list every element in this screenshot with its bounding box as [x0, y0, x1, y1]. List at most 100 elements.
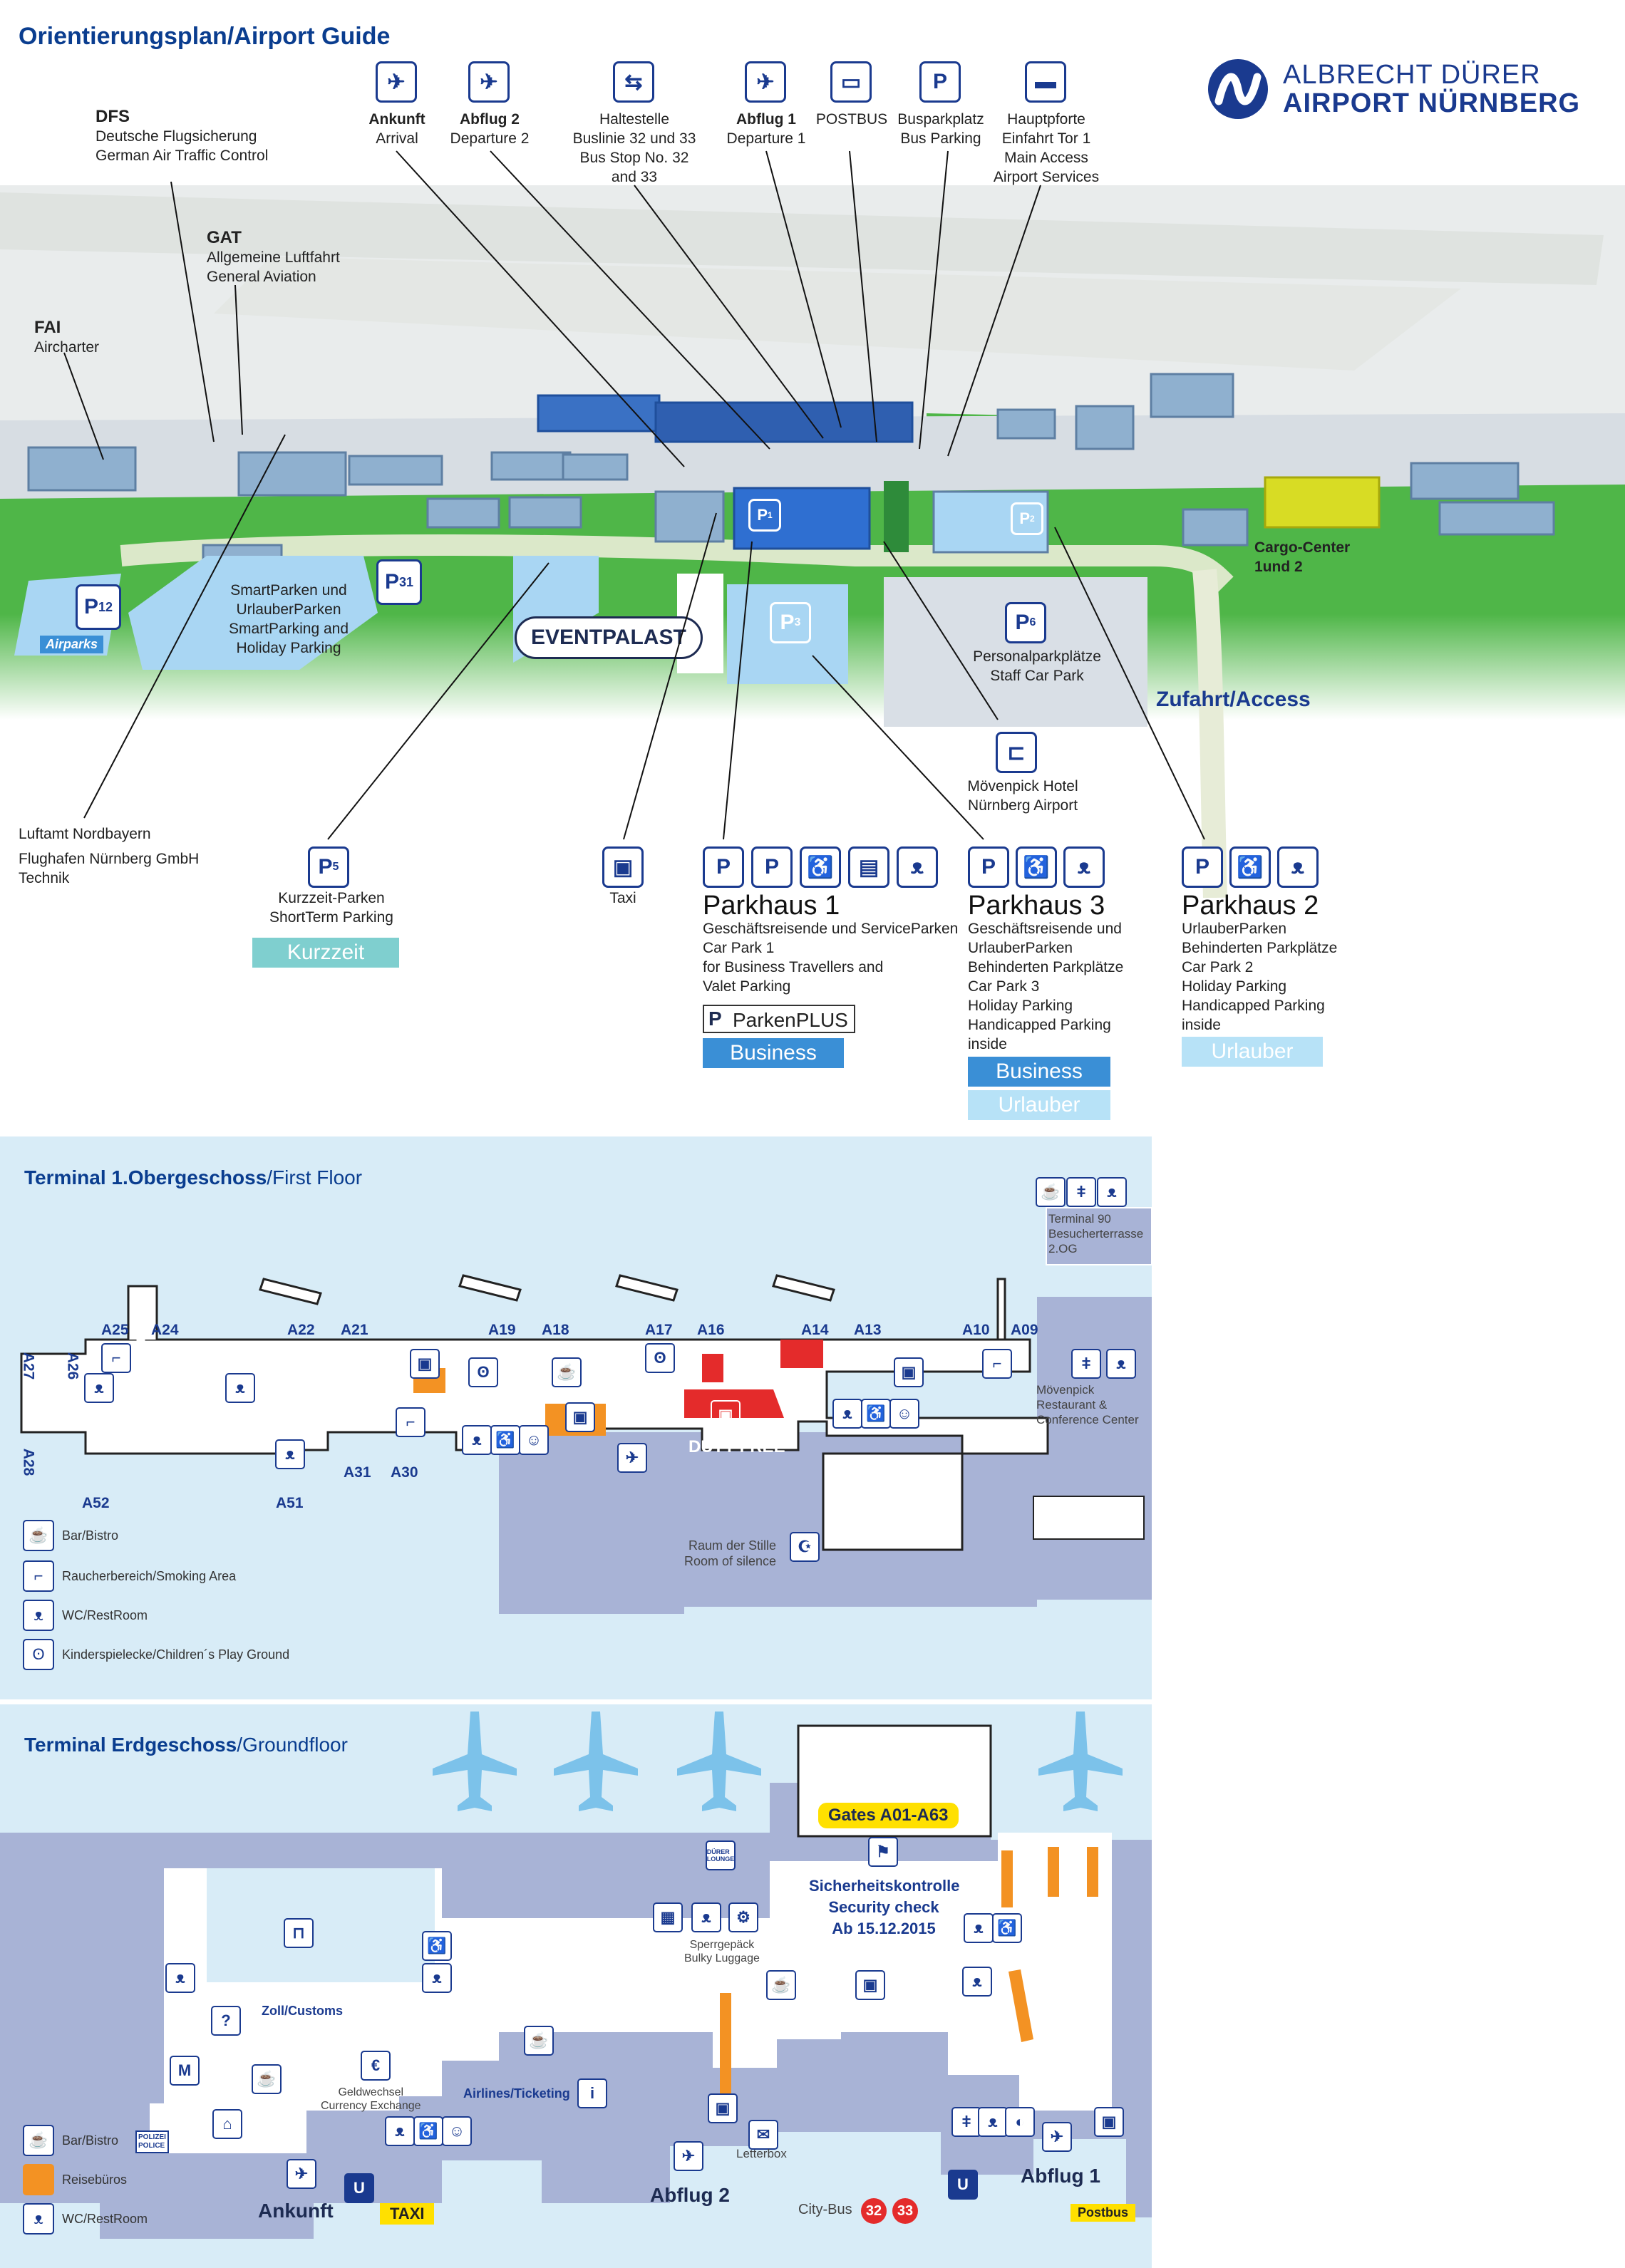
- parkhaus-2-text: UrlauberParken Behinderten Parkplätze Ca…: [1182, 921, 1338, 1033]
- restroom-icon: ᴥ: [897, 846, 938, 888]
- gate-label: A10: [962, 1322, 990, 1338]
- restroom-icon: ᴥ: [964, 1913, 994, 1943]
- dfs-sub2: German Air Traffic Control: [96, 147, 269, 164]
- gat-sub1: Allgemeine Luftfahrt: [207, 249, 340, 266]
- letterbox-label: Letterbox: [736, 2147, 787, 2160]
- urlauber-tag: Urlauber: [968, 1090, 1110, 1120]
- logo-line1: ALBRECHT DÜRER: [1283, 60, 1541, 90]
- restroom-icon: ᴥ: [978, 2107, 1008, 2137]
- p5-number: 5: [332, 861, 339, 873]
- abflug1-label: Abflug 1: [1021, 2165, 1100, 2187]
- page-title: Orientierungsplan/Airport Guide: [19, 23, 391, 50]
- gate-label: A16: [697, 1322, 725, 1338]
- gate-label: A21: [341, 1322, 368, 1338]
- bus-parking-icon: P: [919, 61, 961, 103]
- police-label: POLIZEI POLICE: [135, 2130, 169, 2153]
- subway-icon: U: [344, 2173, 374, 2203]
- coffee-cup-icon: ☕: [552, 1357, 582, 1387]
- restroom-icon: ᴥ: [1097, 1177, 1127, 1207]
- parkhaus-2-title: Parkhaus 2: [1182, 891, 1319, 921]
- handicapped-icon: ♿: [413, 2116, 443, 2146]
- conference-icon: ᴥ: [1106, 1349, 1136, 1379]
- baby-icon: ☺: [442, 2116, 472, 2146]
- legend-label: WC/RestRoom: [62, 2212, 148, 2226]
- p2-number: 2: [1030, 514, 1035, 524]
- travel-agency-icon: [23, 2164, 54, 2195]
- gate-label: A25: [101, 1322, 129, 1338]
- top-icon-title: Ankunft: [368, 111, 425, 128]
- legend-label: Raucherbereich/Smoking Area: [62, 1569, 237, 1583]
- postbus-badge: Postbus: [1071, 2204, 1136, 2222]
- leader-lines: [63, 150, 1205, 840]
- info-question-icon: ?: [211, 2006, 241, 2036]
- ticket-machine-icon: ▤: [848, 846, 889, 888]
- taxi-icon: ▣: [602, 846, 644, 888]
- top-icon-sub: Hauptpforte Einfahrt Tor 1 Main Access A…: [993, 111, 1100, 185]
- departure-plane-icon: ✈: [1042, 2122, 1072, 2152]
- legend-label: Bar/Bistro: [62, 1528, 119, 1543]
- cargo-label: Cargo-Center: [1254, 539, 1351, 556]
- parkenplus-badge: P ParkenPLUS: [703, 1005, 855, 1033]
- baby-icon: ☺: [519, 1425, 549, 1455]
- coffee-cup-icon: ☕: [1036, 1177, 1066, 1207]
- smoking-icon: ⌐: [982, 1349, 1012, 1379]
- restaurant-icon: ǂ: [1071, 1349, 1101, 1379]
- security-officer-icon: ⚑: [868, 1837, 898, 1867]
- restroom-icon: ᴥ: [832, 1399, 862, 1429]
- airport-map: [0, 185, 1625, 898]
- mcdonalds-icon: M: [170, 2056, 200, 2086]
- gate-label: A09: [1011, 1322, 1038, 1338]
- currency-label: Geldwechsel Currency Exchange: [321, 2086, 421, 2112]
- parking-p1-icon: P: [703, 846, 744, 888]
- handicapped-parking-icon: ♿: [1229, 846, 1271, 888]
- gat-sub2: General Aviation: [207, 269, 316, 285]
- moevenpick-label: Mövenpick Restaurant & Conference Center: [1036, 1383, 1139, 1426]
- gate-label: A51: [276, 1495, 304, 1511]
- airparks-label: Airparks: [40, 636, 104, 653]
- top-icon-sub: Arrival: [376, 130, 418, 147]
- silence-room-icon: ☪: [790, 1532, 820, 1562]
- shortterm-label: Kurzzeit-Parken ShortTerm Parking: [269, 890, 393, 926]
- duty-free-label: DUTY FREE: [688, 1437, 785, 1456]
- top-icon-title: Abflug 2: [460, 111, 520, 128]
- gate-label: A14: [801, 1322, 829, 1338]
- eventpalast-label: EVENTPALAST: [515, 616, 703, 659]
- citybus-label: City-Bus: [798, 2202, 852, 2217]
- first-floor-title-bold: Terminal 1.Obergeschoss: [24, 1166, 267, 1189]
- lounge-icon: ✈: [617, 1443, 647, 1473]
- truck-icon: ▬: [1025, 61, 1066, 103]
- gift-icon: ▣: [1094, 2107, 1124, 2137]
- handicapped-icon: ♿: [861, 1399, 891, 1429]
- terminal90-label: Terminal 90 Besucherterrasse 2.OG: [1048, 1212, 1144, 1255]
- gift-icon: ▣: [855, 1970, 885, 2000]
- lounge-label: LOUNGE: [784, 1368, 818, 1377]
- gift-icon: ▣: [711, 1400, 741, 1430]
- smoking-icon: ⌐: [396, 1407, 425, 1437]
- gate-label: A52: [82, 1495, 110, 1511]
- subway-icon: U: [948, 2170, 978, 2200]
- gate-label: A19: [488, 1322, 516, 1338]
- parkhaus-3-text: Geschäftsreisende und UrlauberParken Beh…: [968, 921, 1124, 1052]
- gate-label: A28: [20, 1448, 37, 1476]
- fng-technik-label: Flughafen Nürnberg GmbH Technik: [19, 851, 200, 886]
- kurzzeit-tag: Kurzzeit: [252, 938, 399, 968]
- gate-label: A18: [542, 1322, 569, 1338]
- coffee-cup-icon: ☕: [23, 2125, 54, 2156]
- arrival-plane-icon: ✈: [376, 61, 417, 103]
- ankunft-label: Ankunft: [258, 2200, 334, 2222]
- restroom-icon: ᴥ: [1063, 846, 1105, 888]
- smoking-icon: ⌐: [101, 1343, 131, 1373]
- bus-icon: ▭: [830, 61, 872, 103]
- handicapped-icon: ♿: [1016, 846, 1057, 888]
- gate-label: A31: [344, 1464, 371, 1481]
- gate-label: A27: [20, 1352, 37, 1380]
- p12-number: 12: [98, 599, 113, 614]
- restaurant-icon: ǂ: [951, 2107, 981, 2137]
- currency-exchange-icon: €: [361, 2051, 391, 2081]
- bulky-luggage-label: Sperrgepäck Bulky Luggage: [684, 1939, 760, 1964]
- first-floor-plan: [20, 1207, 1152, 1614]
- gift-icon: ▣: [410, 1349, 440, 1379]
- restroom-icon: ᴥ: [462, 1425, 492, 1455]
